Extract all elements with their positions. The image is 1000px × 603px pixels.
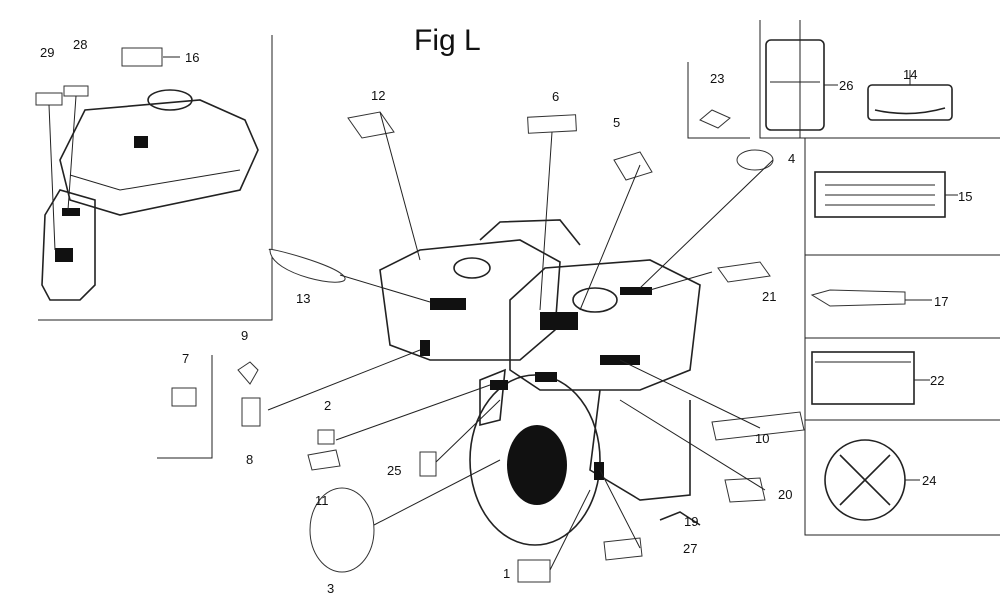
callout-12: 12 [371,88,385,103]
label-sheets [765,39,958,521]
callout-5: 5 [613,115,620,130]
loose-parts [171,109,805,583]
callout-9: 9 [241,328,248,343]
fuel-tank-inset [35,47,259,301]
callout-21: 21 [762,289,776,304]
engine-drawing [379,219,701,546]
callout-10: 10 [755,431,769,446]
callout-3: 3 [327,581,334,596]
callout-22: 22 [930,373,944,388]
callout-11: 11 [315,493,329,508]
callout-labels: 29 28 16 12 6 5 4 23 26 14 15 13 21 17 2… [40,37,972,596]
callout-20: 20 [778,487,792,502]
figure-title: Fig L [414,24,481,57]
callout-8: 8 [246,452,253,467]
callout-19: 19 [684,514,698,529]
callout-17: 17 [934,294,948,309]
callout-16: 16 [185,50,199,65]
callout-28: 28 [73,37,87,52]
callout-14: 14 [903,67,917,82]
callout-2: 2 [324,398,331,413]
callout-1: 1 [503,566,510,581]
callout-13: 13 [296,291,310,306]
callout-29: 29 [40,45,54,60]
callout-6: 6 [552,89,559,104]
callout-4: 4 [788,151,795,166]
callout-27: 27 [683,541,697,556]
callout-15: 15 [958,189,972,204]
callout-23: 23 [710,71,724,86]
callout-7: 7 [182,351,189,366]
callout-25: 25 [387,463,401,478]
panel-borders [38,20,1000,536]
callout-24: 24 [922,473,936,488]
callout-26: 26 [839,78,853,93]
